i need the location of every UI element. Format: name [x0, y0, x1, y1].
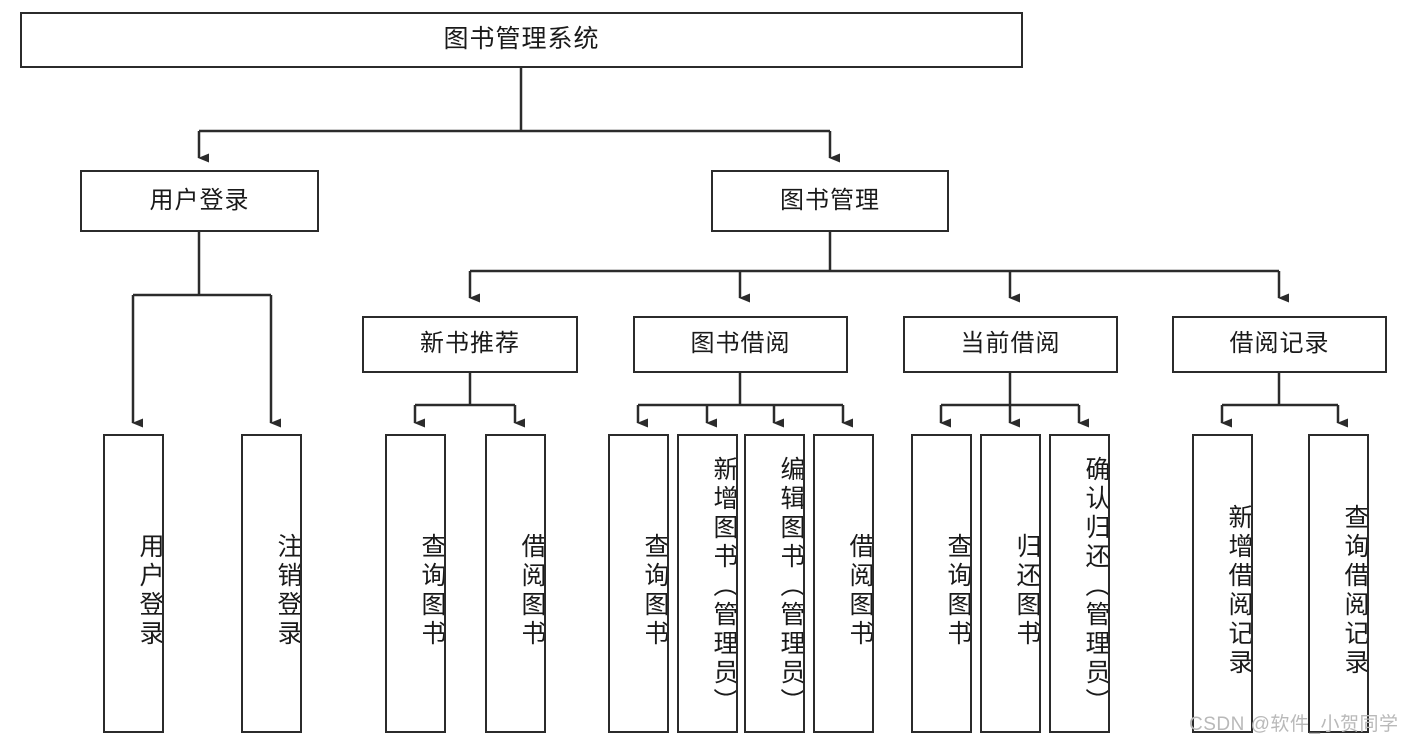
- node-label: 查询图书: [944, 532, 972, 649]
- node-label: 新书推荐: [420, 330, 520, 358]
- node-label: 编辑图书（管理员）: [777, 456, 805, 717]
- node-label: 借阅图书: [518, 532, 546, 649]
- node-root-book-management-system[interactable]: 图书管理系统: [20, 12, 1023, 68]
- node-label: 用户登录: [136, 532, 164, 649]
- node-label: 查询图书: [641, 532, 669, 649]
- node-label: 图书管理: [780, 186, 880, 214]
- node-label: 借阅记录: [1229, 330, 1330, 358]
- node-label: 当前借阅: [960, 330, 1061, 358]
- leaf-new-book-query-books[interactable]: 查询图书: [385, 434, 446, 733]
- leaf-user-login-login[interactable]: 用户登录: [103, 434, 164, 733]
- node-label: 图书借阅: [690, 330, 791, 358]
- node-borrowing-record[interactable]: 借阅记录: [1172, 316, 1387, 373]
- node-label: 归还图书: [1013, 532, 1041, 649]
- node-label: 新增图书（管理员）: [710, 456, 738, 717]
- node-label: 确认归还（管理员）: [1082, 456, 1110, 717]
- leaf-borrow-query-books[interactable]: 查询图书: [608, 434, 669, 733]
- node-book-management[interactable]: 图书管理: [711, 170, 949, 232]
- leaf-new-book-borrow-books[interactable]: 借阅图书: [485, 434, 546, 733]
- node-book-borrowing[interactable]: 图书借阅: [633, 316, 848, 373]
- node-label: 查询借阅记录: [1341, 503, 1369, 678]
- node-label: 新增借阅记录: [1225, 503, 1253, 678]
- node-user-login[interactable]: 用户登录: [80, 170, 319, 232]
- leaf-borrow-borrow-books[interactable]: 借阅图书: [813, 434, 874, 733]
- leaf-current-query-books[interactable]: 查询图书: [911, 434, 972, 733]
- leaf-current-return-books[interactable]: 归还图书: [980, 434, 1041, 733]
- leaf-record-query-borrow-record[interactable]: 查询借阅记录: [1308, 434, 1369, 733]
- leaf-user-login-logout[interactable]: 注销登录: [241, 434, 302, 733]
- node-label: 注销登录: [274, 532, 302, 649]
- node-label: 查询图书: [418, 532, 446, 649]
- leaf-borrow-edit-book-admin[interactable]: 编辑图书（管理员）: [744, 434, 805, 733]
- csdn-watermark: CSDN @软件_小贺同学: [1189, 714, 1399, 735]
- node-current-borrowing[interactable]: 当前借阅: [903, 316, 1118, 373]
- leaf-current-confirm-return-admin[interactable]: 确认归还（管理员）: [1049, 434, 1110, 733]
- node-label: 图书管理系统: [443, 25, 600, 54]
- leaf-record-add-borrow-record[interactable]: 新增借阅记录: [1192, 434, 1253, 733]
- leaf-borrow-add-book-admin[interactable]: 新增图书（管理员）: [677, 434, 738, 733]
- node-new-book-recommendation[interactable]: 新书推荐: [362, 316, 578, 373]
- node-label: 借阅图书: [846, 532, 874, 649]
- node-label: 用户登录: [149, 186, 250, 214]
